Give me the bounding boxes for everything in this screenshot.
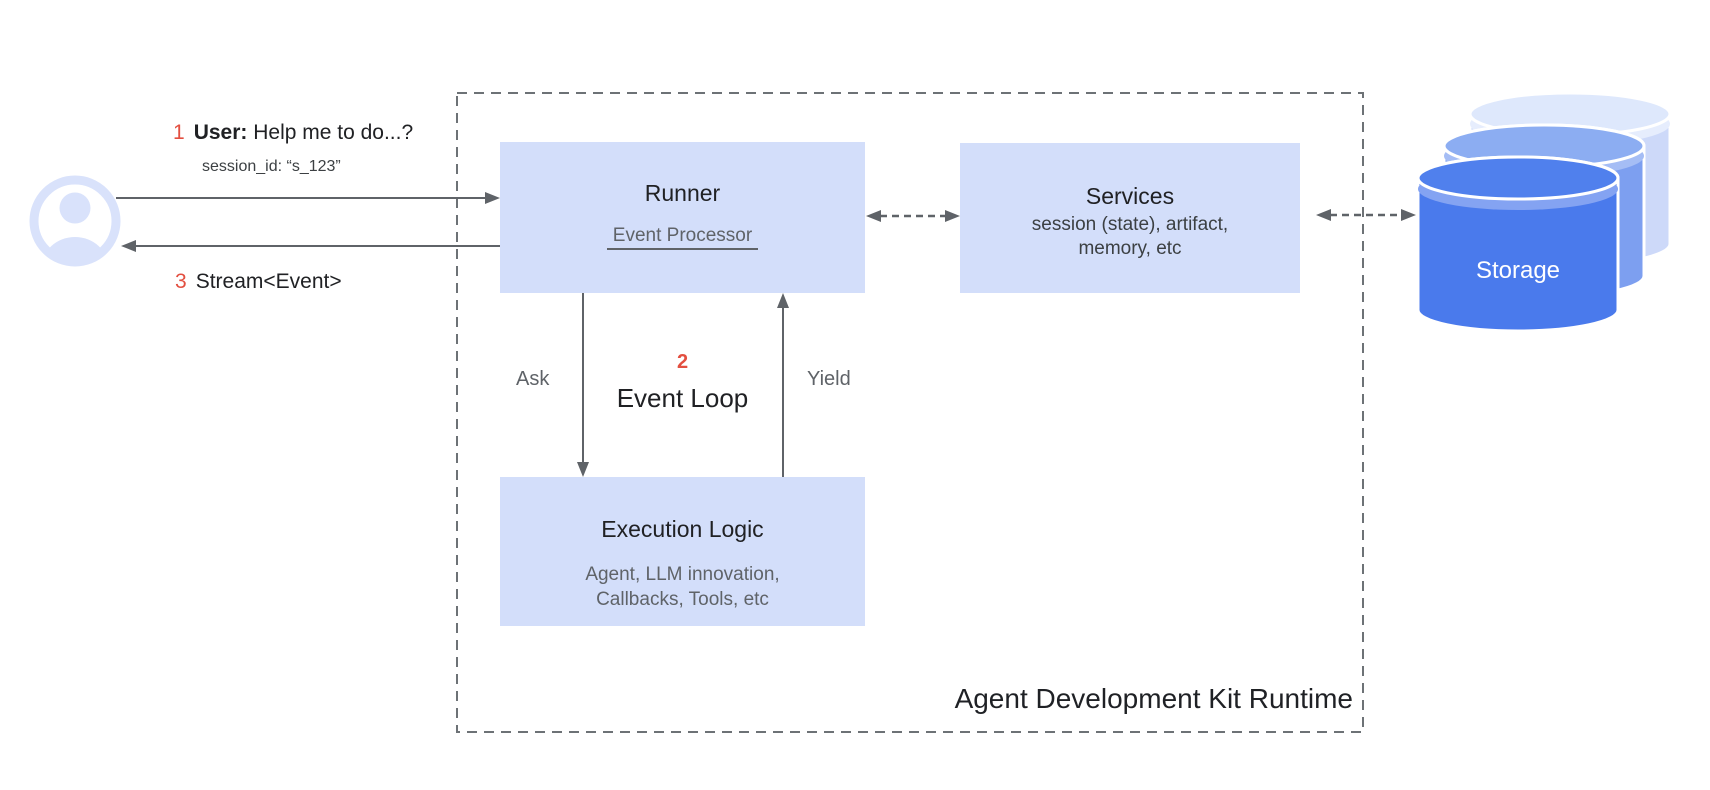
services-subtitle-line2: memory, etc	[1078, 238, 1182, 259]
execution-logic-subtitle-line2: Callbacks, Tools, etc	[596, 589, 769, 610]
event-loop-step-number: 2	[676, 351, 689, 373]
services-title: Services	[1085, 183, 1175, 209]
storage-cylinder-icon	[1416, 91, 1672, 333]
step-1-text: Help me to do...?	[253, 121, 414, 144]
runner-box	[500, 142, 865, 293]
step-3-text: Stream<Event>	[195, 270, 342, 293]
event-loop-label: Event Loop	[616, 383, 749, 413]
stream-response-arrow	[121, 240, 500, 252]
step-3-number: 3	[175, 270, 187, 293]
runner-title: Runner	[644, 180, 721, 206]
yield-arrow	[777, 293, 789, 477]
step-3-label: 3 Stream<Event>	[175, 270, 342, 294]
user-avatar-icon	[29, 175, 121, 267]
adk-runtime-label: Agent Development Kit Runtime	[954, 683, 1353, 714]
user-request-arrow	[116, 192, 500, 204]
execution-logic-subtitle-line1: Agent, LLM innovation,	[585, 564, 780, 585]
storage-label: Storage	[1475, 257, 1561, 284]
execution-logic-box	[500, 477, 865, 626]
services-storage-arrow	[1316, 209, 1416, 221]
services-subtitle-line1: session (state), artifact,	[1031, 214, 1229, 235]
services-box	[960, 143, 1300, 293]
event-processor-label: Event Processor	[606, 225, 759, 250]
step-1-user-label: User:	[193, 121, 248, 144]
ask-label: Ask	[516, 368, 550, 390]
runner-services-arrow	[866, 210, 960, 222]
ask-arrow	[577, 293, 589, 477]
execution-logic-title: Execution Logic	[601, 516, 764, 542]
step-1-number: 1	[173, 121, 185, 144]
step-1-label: 1 User: Help me to do...?	[173, 121, 413, 145]
adk-runtime-boundary	[456, 92, 1364, 733]
session-id-label: session_id: “s_123”	[202, 158, 341, 175]
yield-label: Yield	[807, 368, 851, 390]
